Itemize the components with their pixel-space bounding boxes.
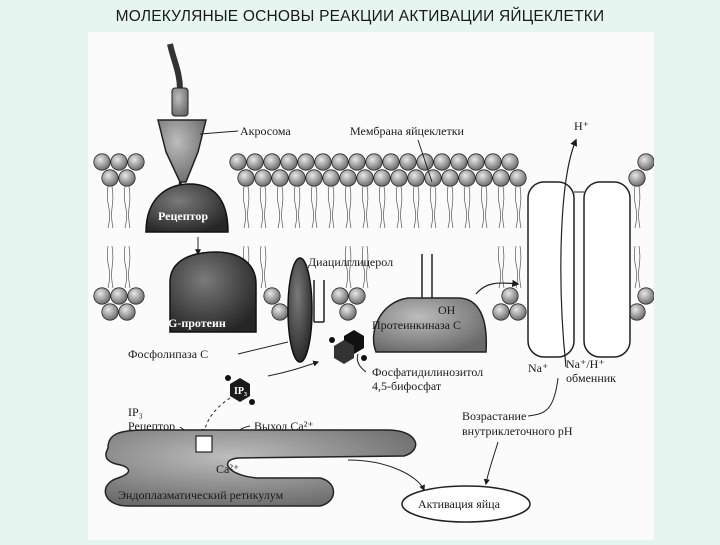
lipid-head — [127, 153, 145, 171]
receptor — [145, 183, 229, 233]
lipid-head — [373, 169, 391, 187]
ca-ion-label: Ca²⁺ — [216, 462, 239, 476]
endoplasmic-reticulum — [104, 429, 417, 507]
lipid-head — [475, 169, 493, 187]
phospholipase-label: Фосфолипаза С — [128, 347, 208, 361]
lipid-head — [101, 303, 119, 321]
lipid-head — [365, 153, 383, 171]
lipid-head — [339, 303, 357, 321]
ph-label-line2: внутриклеточного pH — [462, 424, 573, 438]
lipid-head — [382, 153, 400, 171]
exchanger-label-line2: обменник — [566, 371, 616, 385]
lipid-head — [322, 169, 340, 187]
lipid-head — [127, 287, 145, 305]
slide-title: МОЛЕКУЛЯНЫЕ ОСНОВЫ РЕАКЦИИ АКТИВАЦИИ ЯЙЦ… — [115, 8, 605, 25]
g-protein-label: G-протеин — [168, 316, 226, 330]
lipid-head — [424, 169, 442, 187]
lipid-head — [356, 169, 374, 187]
lipid-head — [110, 153, 128, 171]
lipid-head — [509, 169, 527, 187]
protein-kinase-c — [372, 297, 488, 353]
lipid-head — [118, 169, 136, 187]
lipid-head — [458, 169, 476, 187]
lipid-head — [271, 303, 289, 321]
lipid-head — [263, 153, 281, 171]
er-label: Эндоплазматический ретикулум — [118, 488, 284, 502]
lipid-head — [492, 303, 510, 321]
lipid-head — [407, 169, 425, 187]
lipid-head — [501, 287, 519, 305]
ip3-receptor-line1: IP₃ — [128, 405, 143, 419]
ip3-molecule — [225, 375, 255, 405]
lipid-head — [280, 153, 298, 171]
lipid-head — [484, 153, 502, 171]
ip3-label: IP₃ — [234, 386, 247, 397]
diagram-figure: Акросома Рецептор Мембрана яйцеклетки H⁺… — [88, 32, 655, 540]
lipid-head — [229, 153, 247, 171]
lipid-head — [297, 153, 315, 171]
pip2-label-line1: Фосфатидилинозитол — [372, 365, 483, 379]
lipid-head — [450, 153, 468, 171]
lipid-head — [509, 303, 527, 321]
lipid-head — [637, 287, 655, 305]
pip2-label-line2: 4,5-бифосфат — [372, 379, 442, 393]
lipid-head — [305, 169, 323, 187]
protein-kinase-label: Протеинкиназа С — [372, 318, 461, 332]
lipid-head — [348, 153, 366, 171]
na-h-exchanger — [527, 181, 631, 358]
ip3-receptor-channel — [195, 435, 213, 453]
receptor-label: Рецептор — [158, 209, 208, 223]
lipid-head — [331, 153, 349, 171]
lipid-head — [628, 303, 646, 321]
lipid-head — [246, 153, 264, 171]
lipid-head — [118, 303, 136, 321]
lipid-head — [399, 153, 417, 171]
lipid-head — [254, 169, 272, 187]
proton-label: H⁺ — [574, 119, 589, 133]
lipid-head — [101, 169, 119, 187]
lipid-head — [467, 153, 485, 171]
membrane-label: Мембрана яйцеклетки — [350, 124, 465, 138]
lipid-head — [492, 169, 510, 187]
lipid-head — [348, 287, 366, 305]
acrosome-label: Акросома — [240, 124, 291, 138]
egg-activation-node — [401, 485, 531, 523]
lipid-head — [441, 169, 459, 187]
lipid-head — [93, 153, 111, 171]
sperm-acrosome — [157, 43, 207, 201]
lipid-head — [288, 169, 306, 187]
lipid-head — [237, 169, 255, 187]
na-ion-label: Na⁺ — [528, 361, 548, 375]
lipid-head — [390, 169, 408, 187]
lipid-head — [263, 287, 281, 305]
exchanger-label-line1: Na⁺/H⁺ — [566, 357, 605, 371]
lipid-head — [637, 153, 655, 171]
lipid-head — [93, 287, 111, 305]
phospholipase-c — [287, 257, 313, 363]
lipid-head — [271, 169, 289, 187]
pip2-molecule — [329, 330, 367, 364]
dag-label: Диацилглицерол — [308, 255, 393, 269]
lipid-head — [331, 287, 349, 305]
g-protein — [169, 251, 257, 333]
ph-label-line1: Возрастание — [462, 409, 526, 423]
egg-activation-label: Активация яйца — [418, 497, 501, 511]
oh-label: OH — [438, 303, 456, 317]
lipid-head — [110, 287, 128, 305]
lipid-head — [314, 153, 332, 171]
lipid-head — [628, 169, 646, 187]
membrane-diagram: Акросома Рецептор Мембрана яйцеклетки H⁺… — [93, 43, 655, 523]
lipid-head — [501, 153, 519, 171]
lipid-head — [339, 169, 357, 187]
lipid-head — [433, 153, 451, 171]
